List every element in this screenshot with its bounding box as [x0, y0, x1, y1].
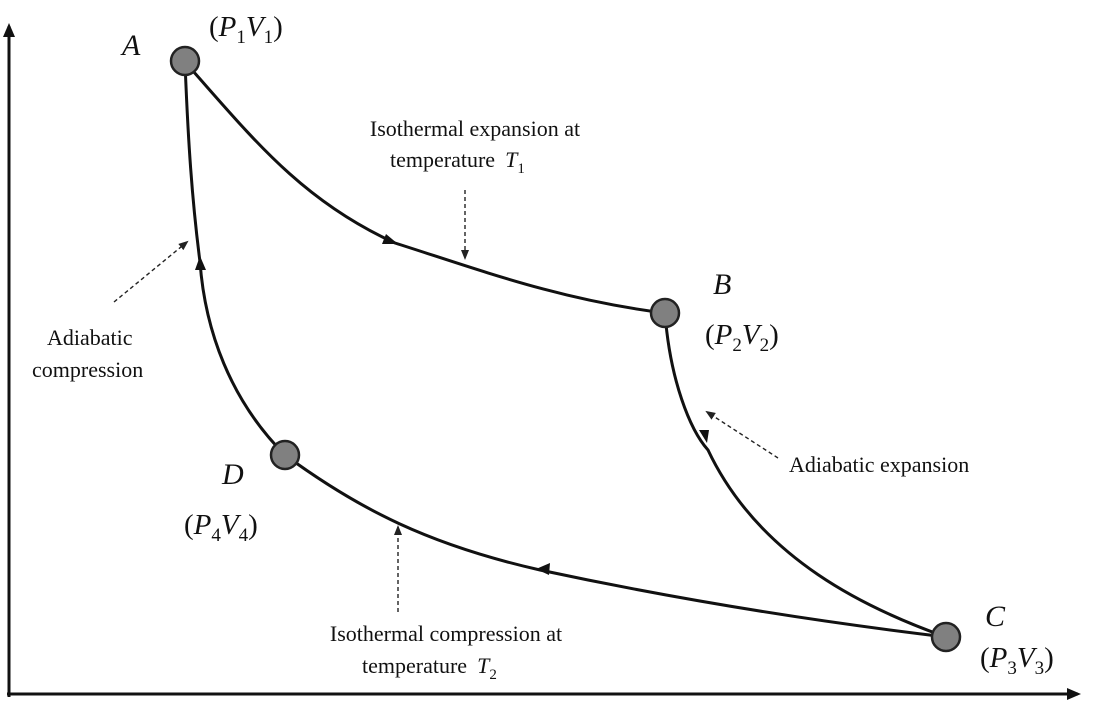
pointer-adiabatic-expansion: [705, 410, 779, 459]
direction-arrow-cd: [536, 563, 550, 575]
node-d: [269, 439, 301, 471]
adiabatic-expansion-label: Adiabatic expansion: [789, 452, 969, 477]
direction-arrow-bc: [699, 430, 709, 443]
direction-arrow-da: [195, 256, 206, 270]
adiabatic-compression-label-line2: compression: [32, 357, 143, 382]
pointer-adiabatic-compression: [113, 240, 189, 303]
node-a: [169, 45, 201, 77]
isothermal-compression-label-line1: Isothermal compression at: [330, 621, 562, 646]
point-c-letter: C: [985, 600, 1006, 633]
node-c: [930, 621, 962, 653]
isothermal-expansion-label-line1: Isothermal expansion at: [370, 116, 580, 141]
isothermal-compression-curve: [284, 453, 947, 639]
point-d-coord: (P4V4): [184, 509, 258, 546]
point-a-coord: (P1V1): [209, 11, 283, 48]
isothermal-expansion-curve: [183, 61, 666, 315]
point-b-coord: (P2V2): [705, 319, 779, 356]
adiabatic-compression-label-line1: Adiabatic: [47, 325, 133, 350]
point-b-letter: B: [713, 268, 731, 301]
adiabatic-expansion-curve: [663, 312, 947, 639]
point-a-letter: A: [120, 29, 141, 62]
node-b: [649, 297, 681, 329]
point-d-letter: D: [221, 458, 244, 491]
point-c-coord: (P3V3): [980, 642, 1054, 679]
direction-arrow-ab: [382, 234, 398, 244]
